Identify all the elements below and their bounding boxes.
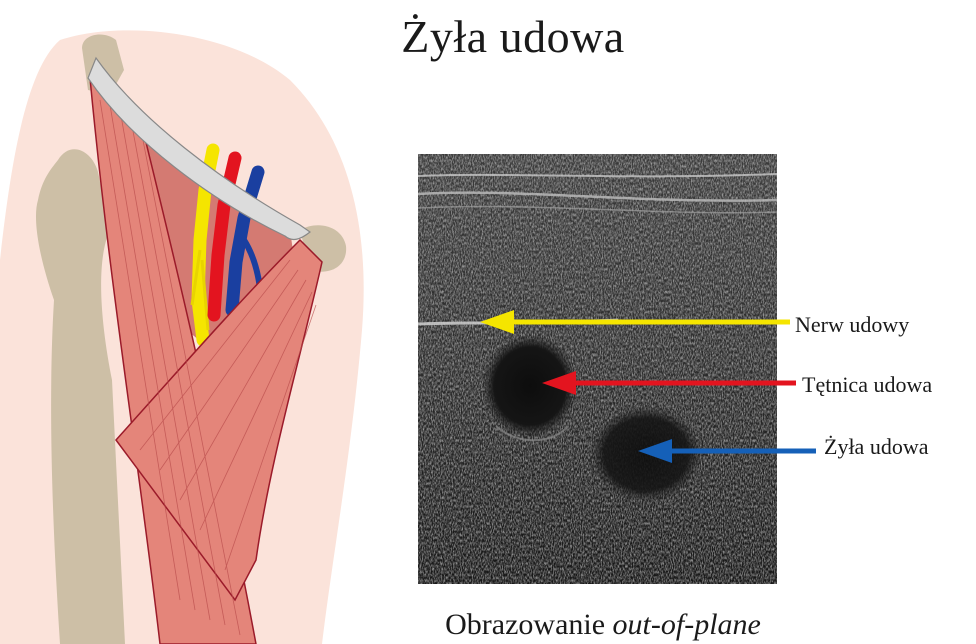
image-caption: Obrazowanie out-of-plane xyxy=(418,608,788,642)
label-femoral-vein: Żyła udowa xyxy=(824,434,928,460)
vein-lumen xyxy=(590,406,702,502)
ultrasound-image xyxy=(418,154,777,584)
caption-prefix: Obrazowanie xyxy=(445,608,612,641)
label-femoral-nerve: Nerw udowy xyxy=(795,312,909,338)
page-title: Żyła udowa xyxy=(0,10,976,63)
thigh-anatomy-illustration xyxy=(0,0,400,644)
label-femoral-artery: Tętnica udowa xyxy=(802,372,932,398)
caption-emphasis: out-of-plane xyxy=(613,608,761,641)
artery-lumen xyxy=(482,334,578,438)
